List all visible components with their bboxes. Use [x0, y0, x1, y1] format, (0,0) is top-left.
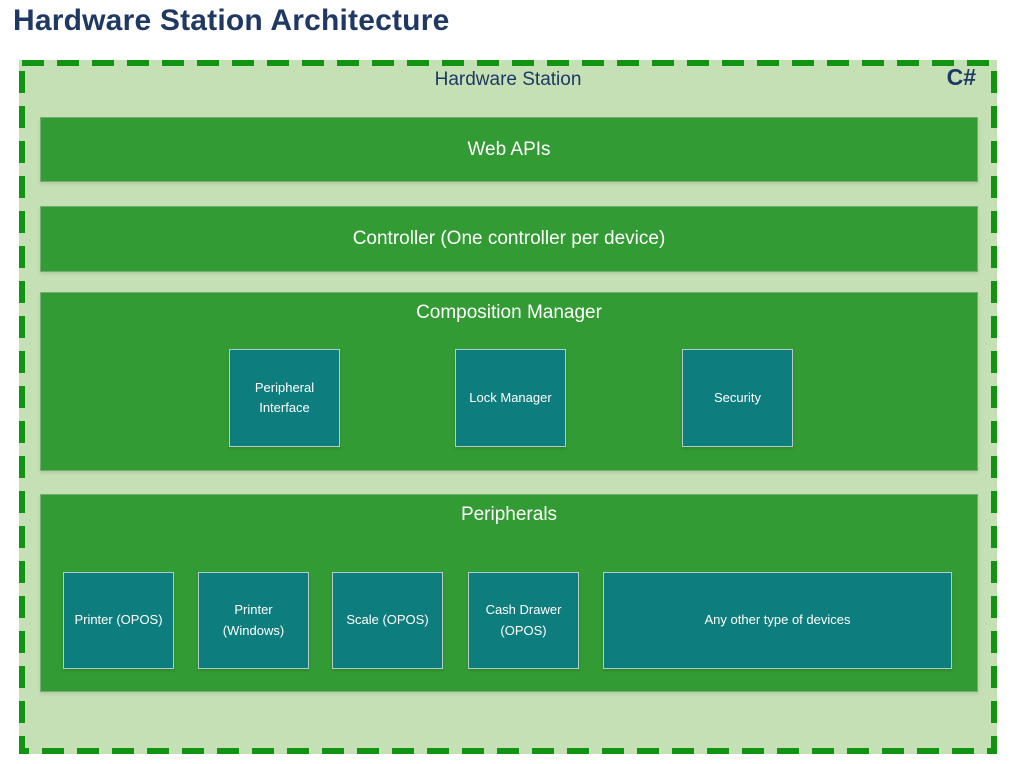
peripherals-label: Peripherals: [460, 504, 558, 525]
device-cash-drawer-opos: Cash Drawer (OPOS): [468, 572, 579, 669]
device-label: Printer (OPOS): [74, 612, 163, 628]
device-label: Any other type of devices: [704, 612, 851, 628]
component-security: Security: [682, 349, 793, 447]
device-printer-opos: Printer (OPOS): [63, 572, 174, 669]
device-label: Printer (Windows): [222, 602, 285, 638]
component-label: Lock Manager: [469, 389, 552, 405]
device-label: Scale (OPOS): [346, 612, 429, 628]
layer-composition-manager: Composition Manager Peripheral Interface…: [40, 292, 978, 471]
device-scale-opos: Scale (OPOS): [332, 572, 443, 669]
controller-label: Controller (One controller per device): [352, 228, 666, 249]
web-apis-label: Web APIs: [467, 138, 551, 160]
composition-manager-label: Composition Manager: [416, 302, 602, 323]
csharp-badge: C#: [946, 64, 976, 90]
component-label: Peripheral Interface: [254, 379, 315, 415]
component-label: Security: [714, 389, 761, 405]
component-lock-manager: Lock Manager: [455, 349, 566, 447]
device-printer-windows: Printer (Windows): [198, 572, 309, 669]
device-label: Cash Drawer (OPOS): [485, 602, 562, 638]
layer-web-apis: Web APIs: [40, 117, 978, 182]
page-title: Hardware Station Architecture: [13, 4, 450, 37]
component-peripheral-interface: Peripheral Interface: [229, 349, 340, 447]
layer-peripherals: Peripherals Printer (OPOS) Printer (Wind…: [40, 494, 978, 692]
hardware-station-label: Hardware Station: [434, 69, 582, 90]
device-any-other: Any other type of devices: [603, 572, 952, 669]
layer-controller: Controller (One controller per device): [40, 206, 978, 272]
hardware-station-frame: Hardware Station C# Web APIs Controller …: [19, 60, 997, 754]
